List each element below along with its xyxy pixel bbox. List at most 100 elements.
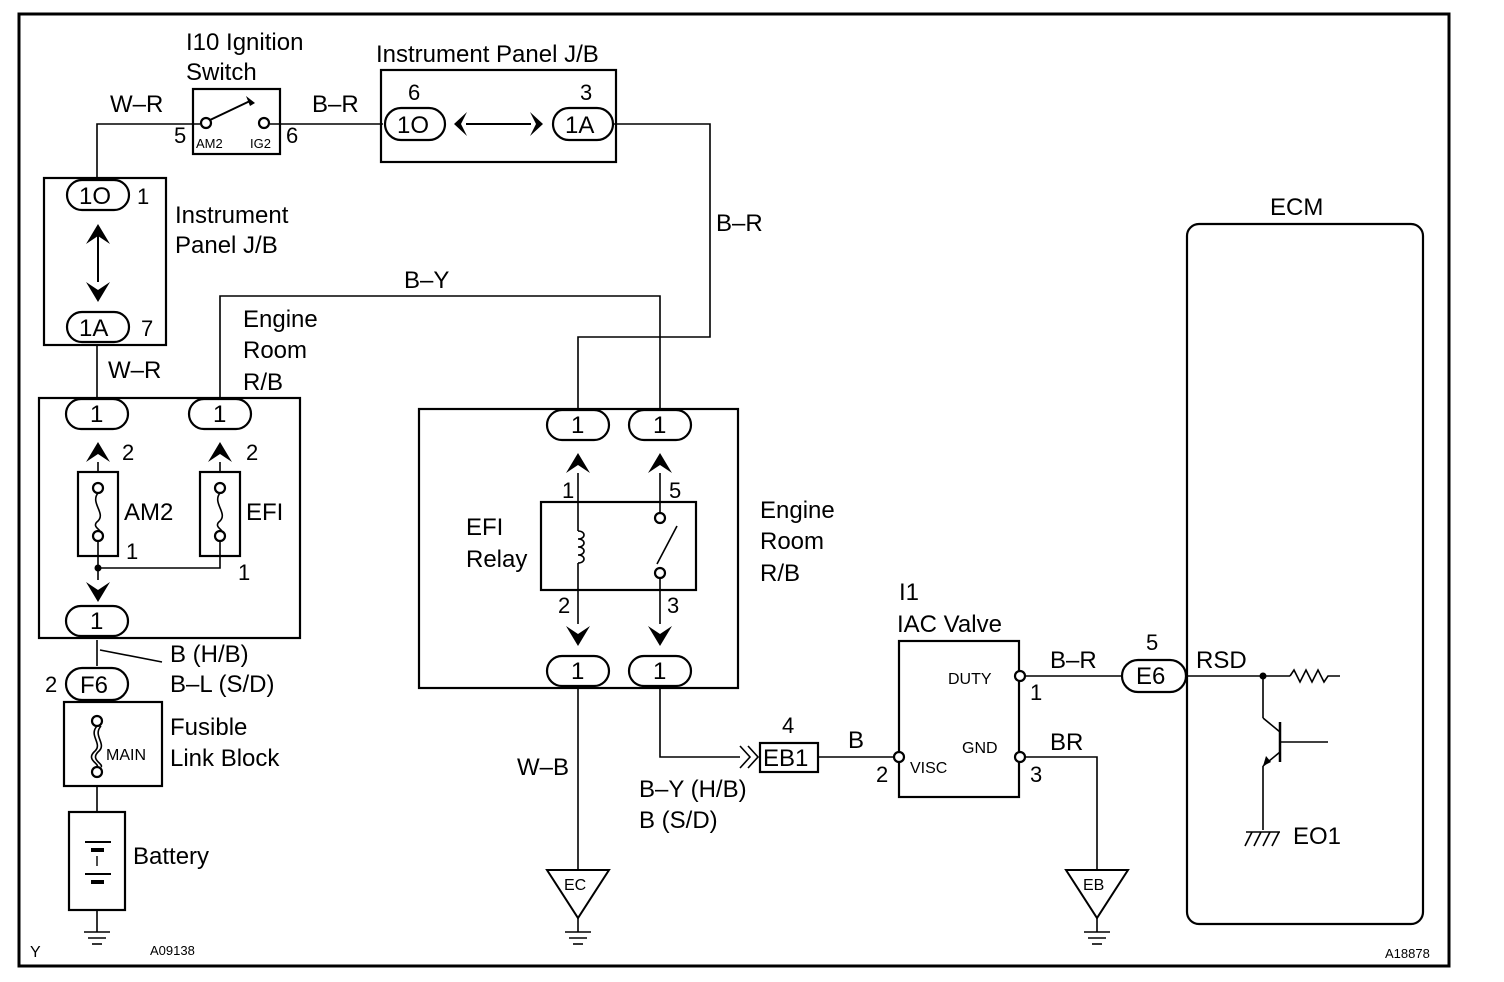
ground-eb-label: EB: [1083, 877, 1104, 894]
erb-left-name-line3: R/B: [243, 369, 283, 396]
ipjb-left-pin-1: 1: [137, 184, 149, 209]
wire-label-b-y-top: B–Y: [404, 267, 449, 294]
battery-ground-icon: [84, 931, 110, 945]
erb-right-name-line2: Room: [760, 528, 824, 555]
connector-e6-label: E6: [1136, 663, 1165, 690]
wire-label-w-r-mid: W–R: [108, 357, 161, 384]
erb-right-conn-bottom-right: 1: [653, 658, 666, 685]
erb-left-conn-efi: 1: [213, 401, 226, 428]
erb-left-pin-efi-bottom: 1: [238, 560, 250, 585]
footer-code-left: A09138: [150, 943, 195, 958]
erb-right-name-line3: R/B: [760, 560, 800, 587]
erb-right-conn-top-right: 1: [653, 412, 666, 439]
fuse-efi-label: EFI: [246, 499, 283, 526]
iac-terminal-visc: [892, 750, 906, 764]
footer-corner-label: Y: [30, 944, 41, 961]
iac-term-duty-label: DUTY: [948, 671, 992, 688]
fuse-am2-label: AM2: [124, 499, 173, 526]
wire-label-w-r-top: W–R: [110, 91, 163, 118]
switch-pin-6: 6: [286, 123, 298, 148]
iac-terminal-gnd: [1013, 750, 1027, 764]
wire-label-br: BR: [1050, 729, 1083, 756]
ipjb-left-pin-7: 7: [141, 316, 153, 341]
wire-label-by-hb-line2: B (S/D): [639, 807, 718, 834]
iac-name-line1: I1: [899, 579, 919, 606]
switch-terminal-am2: [199, 116, 213, 130]
fusible-link-block: 2 F6 MAIN Fusible Link Block: [45, 666, 280, 788]
wire-label-b-r-ecm: B–R: [1050, 647, 1097, 674]
erb-left-conn-bottom: 1: [90, 608, 103, 635]
ipjb-left-name-line1: Instrument: [175, 202, 289, 229]
switch-terminal-ig2: [257, 116, 271, 130]
ground-eb-icon: EB: [1064, 869, 1130, 945]
wire-label-b-hb-line1: B (H/B): [170, 641, 249, 668]
connector-eb1-label: EB1: [763, 745, 808, 772]
ecm-term-eo1: EO1: [1293, 823, 1341, 850]
iac-term-visc-label: VISC: [910, 760, 947, 777]
ipjb-top-pin-3: 3: [580, 80, 592, 105]
ipjb-top-conn-1o: 1O: [397, 112, 429, 139]
ipjb-left-name-line2: Panel J/B: [175, 232, 278, 259]
ecm-term-rsd: RSD: [1196, 647, 1247, 674]
switch-name-line2: Switch: [186, 59, 257, 86]
ecm-label: ECM: [1270, 194, 1323, 221]
wire-label-w-b: W–B: [517, 754, 569, 781]
ground-ec-icon: EC: [545, 869, 611, 945]
iac-term-gnd-label: GND: [962, 740, 998, 757]
instrument-panel-jb-left: 1O 1 1A 7 Instrument Panel J/B: [42, 176, 289, 347]
fusible-name-line2: Link Block: [170, 745, 280, 772]
erb-left-pin-am2-top: 2: [122, 440, 134, 465]
relay-pin-2: 2: [558, 593, 570, 618]
connector-eb1-pin: 4: [782, 713, 794, 738]
switch-term-am2-label: AM2: [196, 136, 223, 151]
fuse-main-label: MAIN: [106, 747, 146, 764]
ecm-ground-icon: [1244, 831, 1280, 847]
relay-pin-1: 1: [562, 478, 574, 503]
relay-name-line1: EFI: [466, 514, 503, 541]
erb-right-name-line1: Engine: [760, 497, 835, 524]
engine-room-rb-left: Engine Room R/B 1 1 2 2 AM2 EFI 1 1 1: [37, 306, 318, 640]
erb-left-conn-am2: 1: [90, 401, 103, 428]
wire-label-b-r-top: B–R: [312, 91, 359, 118]
connector-eb1: EB1 4: [739, 713, 820, 774]
engine-room-rb-right: Engine Room R/B 1 1 1 5 EFI Relay 2 3 1: [417, 407, 835, 690]
battery: Battery: [67, 810, 209, 912]
switch-term-ig2-label: IG2: [250, 136, 271, 151]
relay-name-line2: Relay: [466, 546, 527, 573]
ground-ec-label: EC: [564, 877, 586, 894]
erb-left-pin-efi-top: 2: [246, 440, 258, 465]
wire-label-b-r-vertical: B–R: [716, 210, 763, 237]
erb-right-conn-bottom-left: 1: [571, 658, 584, 685]
diagram-frame: [17, 12, 1451, 968]
iac-valve: I1 IAC Valve DUTY GND VISC 1 2 3: [876, 579, 1042, 799]
iac-name-line2: IAC Valve: [897, 611, 1002, 638]
instrument-panel-jb-top: Instrument Panel J/B 6 3 1O 1A: [376, 41, 618, 164]
wire-label-b-hb-line2: B–L (S/D): [170, 671, 274, 698]
footer-code-right: A18878: [1385, 946, 1430, 961]
erb-left-name-line2: Room: [243, 337, 307, 364]
ipjb-top-name: Instrument Panel J/B: [376, 41, 599, 68]
battery-label: Battery: [133, 843, 209, 870]
fusible-conn-f6: F6: [80, 672, 108, 699]
fusible-pin-2: 2: [45, 672, 57, 697]
ipjb-left-conn-1o: 1O: [79, 183, 111, 210]
fusible-name-line1: Fusible: [170, 714, 247, 741]
erb-left-pin-am2-bottom: 1: [126, 539, 138, 564]
wire-label-by-hb-line1: B–Y (H/B): [639, 776, 747, 803]
iac-terminal-duty: [1013, 669, 1027, 683]
erb-left-name-line1: Engine: [243, 306, 318, 333]
ecm: ECM RSD EO1: [1185, 194, 1425, 926]
ipjb-top-pin-6: 6: [408, 80, 420, 105]
ipjb-top-conn-1a: 1A: [565, 112, 594, 139]
wire-label-b-iac: B: [848, 727, 864, 754]
relay-pin-3: 3: [667, 593, 679, 618]
connector-e6: E6 5: [1120, 630, 1188, 694]
erb-right-conn-top-left: 1: [571, 412, 584, 439]
wires: [96, 123, 1263, 932]
ignition-switch: AM2 IG2 I10 Ignition Switch 5 6: [174, 29, 303, 156]
iac-pin-gnd: 3: [1030, 762, 1042, 787]
switch-pin-5: 5: [174, 123, 186, 148]
switch-name-line1: I10 Ignition: [186, 29, 303, 56]
connector-e6-pin: 5: [1146, 630, 1158, 655]
